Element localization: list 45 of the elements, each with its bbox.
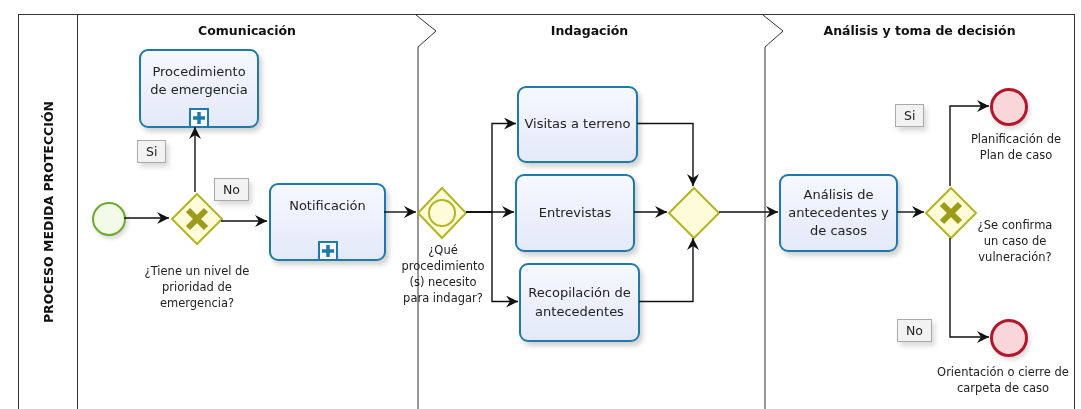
subprocess-box [269,183,386,261]
task-box [519,263,640,342]
phase-heading: Indagación [549,23,630,38]
phase-heading: Análisis y toma de decisión [822,23,1017,38]
node-caption: Planificación de Plan de caso [969,131,1063,164]
start-event-circle [92,202,126,236]
end-event-circle [990,319,1028,357]
edge-label: Si [895,104,925,127]
task-label: Análisis de antecedentes y de casos [787,185,890,241]
sequence-arrow [718,206,779,218]
task-box [779,174,898,252]
sequence-arrow [636,122,699,187]
pool-title: PROCESO MEDIDA PROTECCIÓN [40,100,56,324]
event-gateway-diamond [417,187,467,239]
task-box [517,86,638,163]
node-caption: ¿Tiene un nivel de prioridad de emergencia? [143,263,251,312]
pool [18,14,1075,409]
sequence-arrow [465,211,519,308]
gateway-diamond [668,187,720,239]
subprocess-box [139,49,259,128]
edge-label: No [214,178,249,201]
task-label: Notificación [289,197,366,215]
task-label: Recopilación de antecedentes [527,284,632,321]
sequence-arrow [896,206,925,218]
sequence-arrow [220,215,268,227]
sequence-arrow [949,100,990,187]
end-event-circle [990,88,1028,126]
sequence-arrow [189,126,201,193]
node-caption: ¿Se confirma un caso de vulneración? [976,217,1054,266]
edge-label: No [897,319,932,342]
phase-heading: Comunicación [197,23,297,38]
node-caption: Orientación o cierre de carpeta de caso [936,364,1070,397]
task-label: Visitas a terreno [524,115,631,134]
sequence-arrow [633,206,668,218]
sequence-arrow [123,212,170,224]
node-caption: ¿Qué procedimiento (s) necesito para indagar? [400,242,486,307]
exclusive-gateway-diamond [171,193,223,245]
task-label: Entrevistas [538,203,612,222]
task-box [515,174,635,252]
task-label: Procedimiento de emergencia [149,63,249,100]
exclusive-gateway-diamond [925,187,977,239]
sequence-arrow [383,206,417,218]
sequence-arrow [949,237,990,343]
sequence-arrow [638,237,699,303]
edge-label: Si [137,140,167,163]
